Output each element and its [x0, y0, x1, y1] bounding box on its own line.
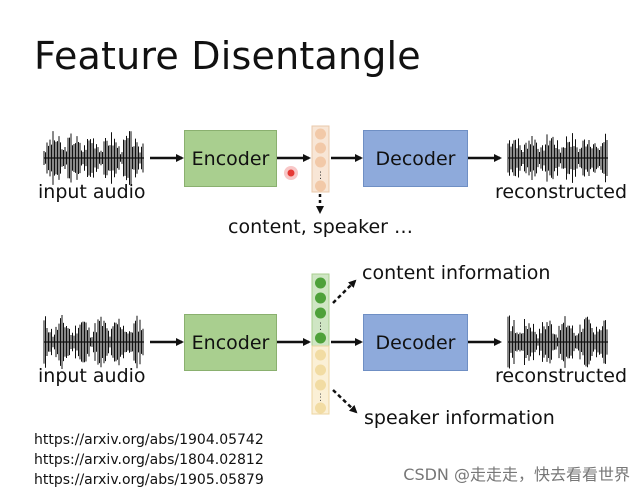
reference-link-3[interactable]: https://arxiv.org/abs/1905.05879	[34, 472, 264, 488]
latent-unit	[315, 156, 326, 168]
reconstructed-label-1: reconstructed	[495, 181, 628, 203]
speaker-unit	[315, 349, 326, 361]
content-information-caption: content information	[362, 262, 551, 284]
reconstructed-label-2: reconstructed	[495, 365, 628, 387]
reference-link-1[interactable]: https://arxiv.org/abs/1904.05742	[34, 432, 264, 448]
arrow-to-speaker-dashed	[332, 389, 358, 414]
reference-link-2[interactable]: https://arxiv.org/abs/1804.02812	[34, 452, 264, 468]
decoder-box-2: Decoder	[363, 314, 468, 371]
content-unit	[315, 332, 326, 344]
input-audio-label-1: input audio	[38, 181, 146, 203]
encoder-label-2: Encoder	[191, 331, 270, 354]
decoder-box-1: Decoder	[363, 130, 468, 187]
latent-ellipsis: ⋮	[316, 171, 325, 181]
watermark: CSDN @走走走，快去看看世界	[403, 465, 630, 484]
encoder-box-2: Encoder	[184, 314, 277, 371]
speaker-unit	[315, 402, 326, 414]
speaker-information-caption: speaker information	[364, 407, 555, 429]
arrow-to-content-dashed	[332, 279, 357, 304]
content-unit	[315, 307, 326, 319]
output-waveform-1	[507, 133, 608, 183]
input-audio-label-2: input audio	[38, 365, 146, 387]
content-unit	[315, 277, 326, 289]
latent-unit	[315, 180, 326, 192]
latent-caption: content, speaker …	[228, 216, 413, 238]
cursor-marker-dot	[287, 169, 295, 177]
latent-unit	[315, 142, 326, 154]
speaker-unit	[315, 379, 326, 391]
speaker-unit	[315, 364, 326, 376]
slide-title: Feature Disentangle	[34, 34, 421, 78]
latent-unit	[315, 128, 326, 140]
decoder-label-2: Decoder	[375, 331, 456, 354]
input-waveform-2	[43, 315, 144, 369]
decoder-label-1: Decoder	[375, 147, 456, 170]
encoder-label-1: Encoder	[191, 147, 270, 170]
speaker-ellipsis: ⋮	[316, 393, 325, 403]
content-unit	[315, 292, 326, 304]
encoder-box-1: Encoder	[184, 130, 277, 187]
output-waveform-2	[507, 315, 608, 369]
content-ellipsis: ⋮	[316, 322, 325, 332]
input-waveform-1	[43, 131, 144, 185]
